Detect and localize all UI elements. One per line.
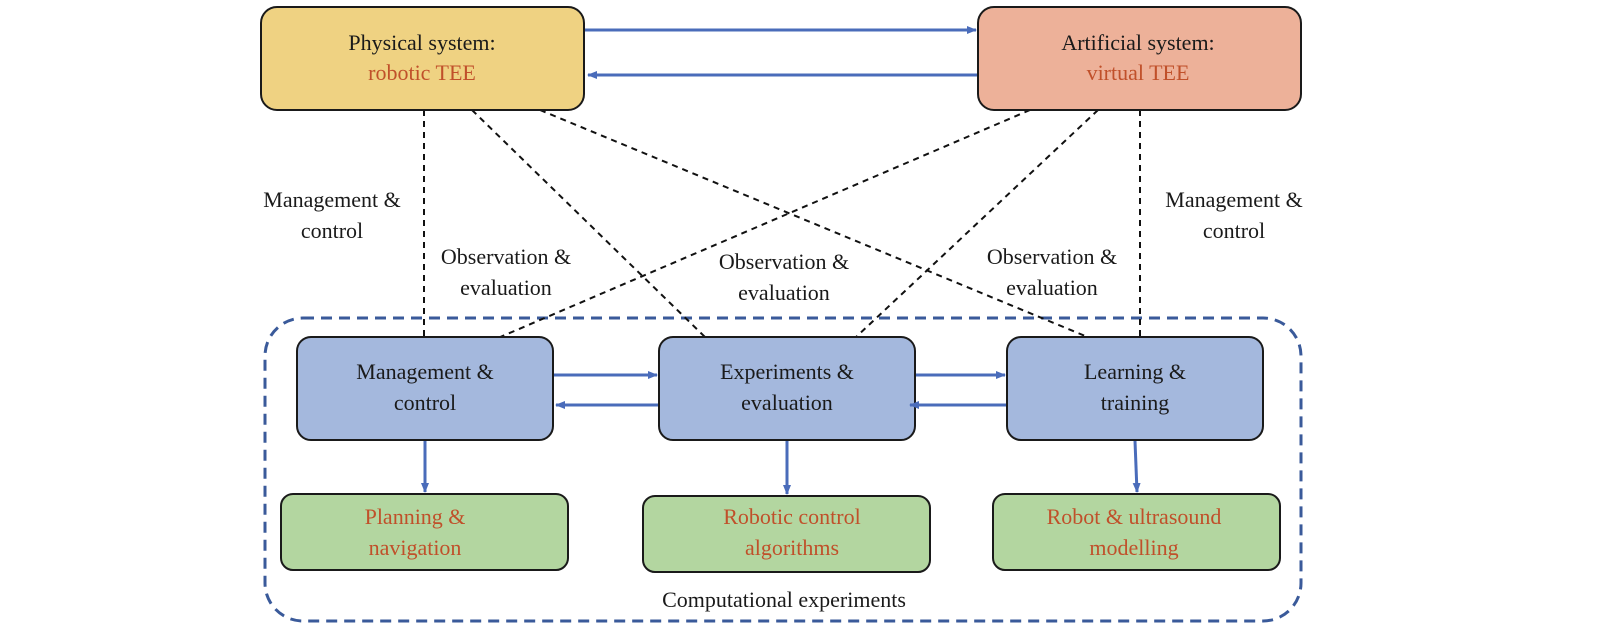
- artificial-system-subtitle: virtual TEE: [1087, 60, 1190, 85]
- container-label: Computational experiments: [662, 587, 906, 612]
- output-modelling-line1: Robot & ultrasound: [1047, 504, 1222, 529]
- obs-right-label-line1: Observation &: [987, 244, 1117, 269]
- output-planning-node: Planning & navigation: [280, 493, 569, 571]
- output-control-node: Robotic control algorithms: [642, 495, 931, 573]
- obs-left-label-line1: Observation &: [441, 244, 571, 269]
- module-arrows: [421, 371, 1141, 495]
- module-experiments-line2: evaluation: [741, 390, 833, 415]
- mgmt-left-label-line2: control: [301, 218, 363, 243]
- module-management-node: Management & control: [296, 336, 554, 441]
- output-planning-line1: Planning &: [365, 504, 466, 529]
- obs-center-label-line2: evaluation: [738, 280, 830, 305]
- output-modelling-line2: modelling: [1089, 535, 1178, 560]
- mgmt-left-label-line1: Management &: [263, 187, 400, 212]
- learning-to-modelling-arrow: [1132, 440, 1141, 493]
- artificial-to-experiments-line: [854, 109, 1099, 339]
- mgmt-right-label-line1: Management &: [1165, 187, 1302, 212]
- link-labels: Management & control Management & contro…: [263, 187, 1302, 305]
- physical-system-title: Physical system:: [348, 30, 495, 55]
- module-learning-line1: Learning &: [1084, 359, 1186, 384]
- artificial-to-management-line: [497, 109, 1031, 339]
- module-management-line1: Management &: [356, 359, 493, 384]
- output-control-line1: Robotic control: [723, 504, 860, 529]
- output-planning-line2: navigation: [369, 535, 462, 560]
- system-arrows: [585, 26, 978, 79]
- physical-to-learning-line: [539, 109, 1091, 339]
- obs-right-label-line2: evaluation: [1006, 275, 1098, 300]
- module-management-line2: control: [394, 390, 456, 415]
- artificial-system-title: Artificial system:: [1061, 30, 1214, 55]
- module-learning-line2: training: [1101, 390, 1169, 415]
- obs-center-label-line1: Observation &: [719, 249, 849, 274]
- mgmt-right-label-line2: control: [1203, 218, 1265, 243]
- computational-experiments-container: [263, 316, 1303, 623]
- module-experiments-node: Experiments & evaluation: [658, 336, 916, 441]
- physical-to-experiments-line: [471, 109, 707, 339]
- physical-system-subtitle: robotic TEE: [368, 60, 476, 85]
- output-control-line2: algorithms: [745, 535, 839, 560]
- module-experiments-line1: Experiments &: [720, 359, 854, 384]
- output-modelling-node: Robot & ultrasound modelling: [992, 493, 1281, 571]
- module-learning-node: Learning & training: [1006, 336, 1264, 441]
- physical-system-node: Physical system: robotic TEE: [260, 6, 585, 111]
- obs-left-label-line2: evaluation: [460, 275, 552, 300]
- dashed-links: [423, 109, 1141, 339]
- artificial-system-node: Artificial system: virtual TEE: [977, 6, 1302, 111]
